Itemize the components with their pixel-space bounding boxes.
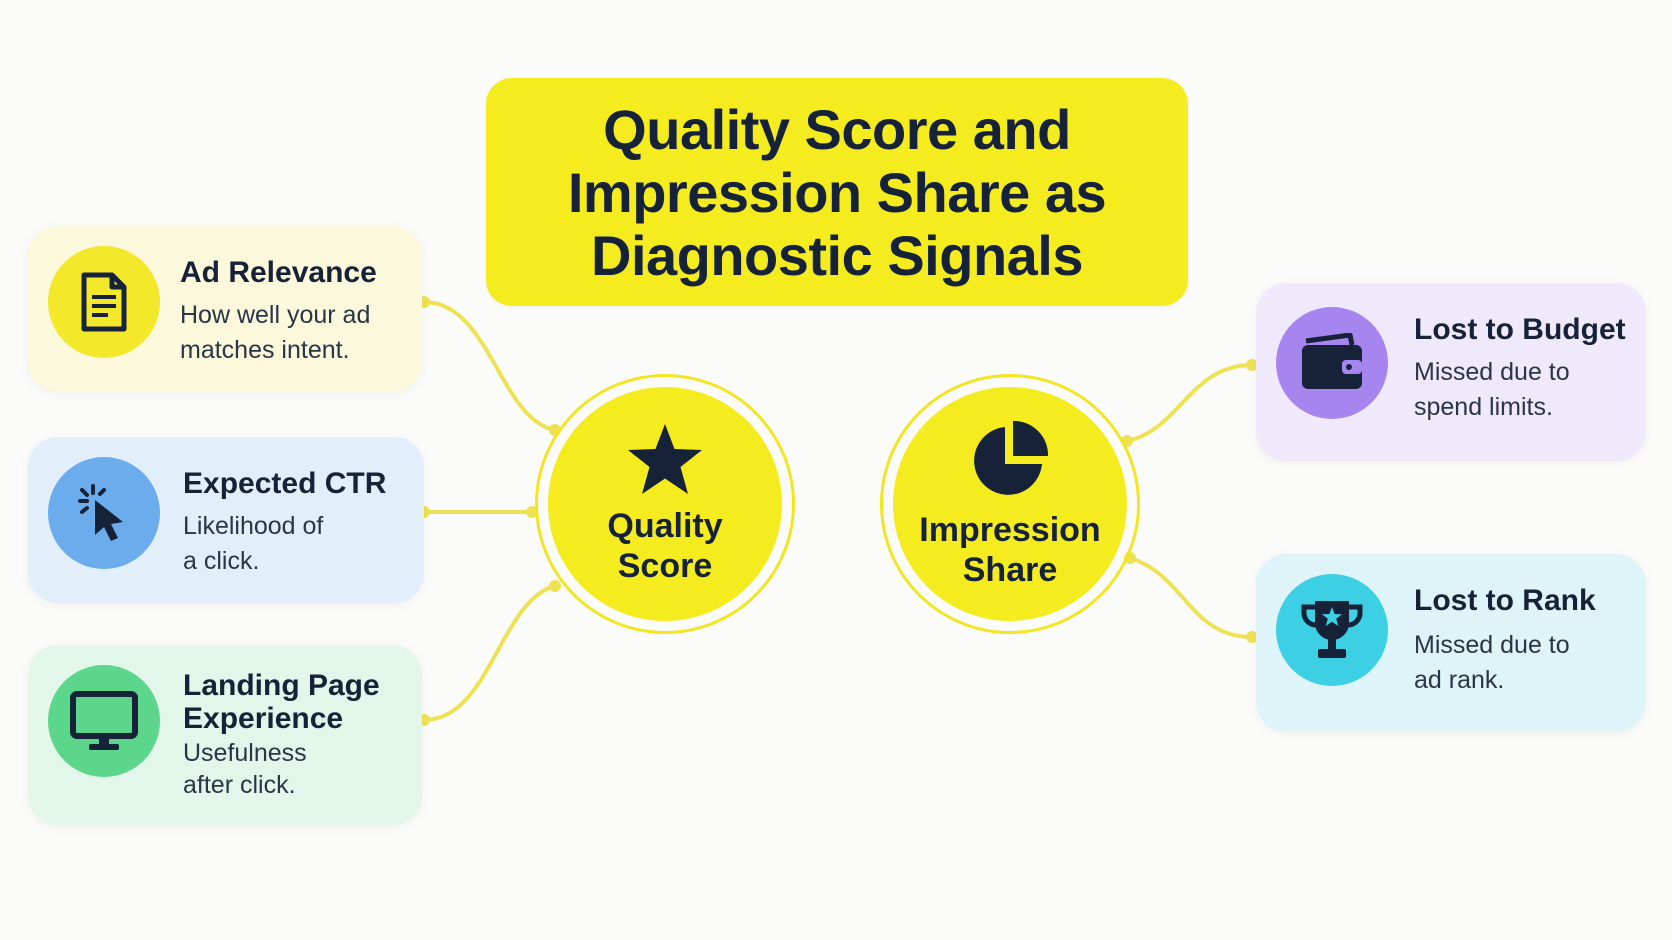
star-icon [628,424,702,494]
expected-ctr-icon-circle [48,457,160,569]
hub-label: Impression Share [919,511,1101,589]
card-landing-page-experience: Landing Page Experience Usefulness after… [28,645,422,825]
document-icon [81,272,127,332]
card-title: Ad Relevance [180,256,377,289]
hub-quality-score: Quality Score [535,374,795,634]
card-description: How well your ad matches intent. [180,301,371,364]
wallet-icon [1302,333,1362,389]
card-ad-relevance: Ad Relevance How well your ad matches in… [28,226,422,392]
card-title: Landing Page Experience [183,669,380,735]
lost-budget-icon-circle [1276,307,1388,419]
connector-dot [549,580,561,592]
card-lost-to-budget: Lost to Budget Missed due to spend limit… [1256,283,1646,461]
card-title: Expected CTR [183,467,387,500]
connector-lost-rank [1128,556,1254,639]
card-title: Lost to Rank [1414,584,1596,617]
trophy-icon [1301,601,1363,658]
pie-chart-icon [974,420,1049,495]
ad-relevance-icon-circle [48,246,160,358]
connector-dot [1246,631,1258,643]
monitor-icon [70,691,138,750]
card-lost-to-rank: Lost to Rank Missed due to ad rank. [1256,554,1646,732]
hub-label: Quality Score [607,507,723,585]
card-description: Missed due to spend limits. [1414,358,1570,421]
title-banner: Quality Score and Impression Share as Di… [486,78,1188,306]
hub-impression-share-inner: Impression Share [893,387,1127,621]
connector-lost-budget [1125,363,1254,443]
card-description: Missed due to ad rank. [1414,631,1570,694]
card-expected-ctr: Expected CTR Likelihood of a click. [28,437,424,603]
card-description: Usefulness after click. [183,739,307,799]
connector-landing-page [422,584,557,722]
connector-ad-relevance [422,300,557,432]
card-description: Likelihood of a click. [183,512,324,575]
cursor-click-icon [78,484,123,541]
landing-page-icon-circle [48,665,160,777]
page-title: Quality Score and Impression Share as Di… [567,97,1107,287]
hub-quality-score-inner: Quality Score [548,387,782,621]
hub-impression-share: Impression Share [880,374,1140,634]
card-title: Lost to Budget [1414,313,1626,346]
connector-dot [1246,359,1258,371]
lost-rank-icon-circle [1276,574,1388,686]
